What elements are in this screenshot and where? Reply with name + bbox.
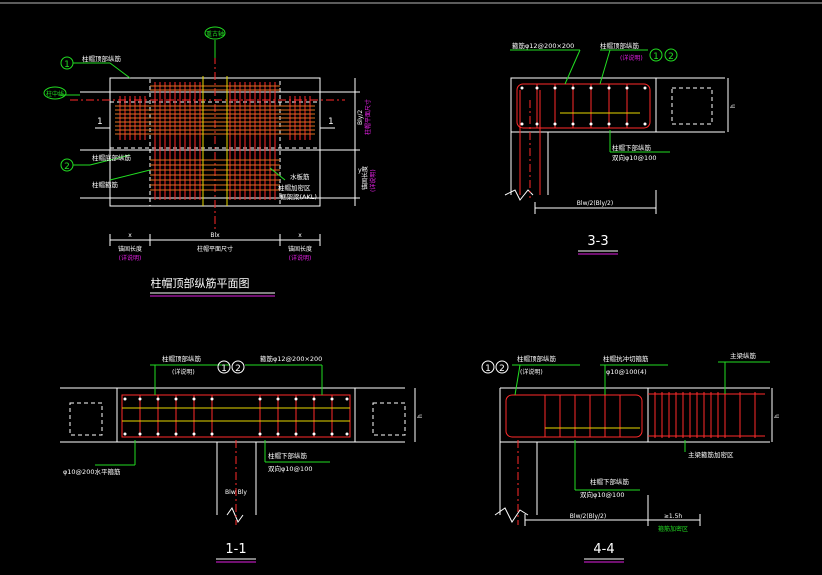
circle-2-icon — [231, 360, 245, 374]
circle-1-icon — [217, 360, 231, 374]
sec11-label-bottom-sub: 双向φ10@100 — [268, 464, 312, 473]
plan-dim-center-sub: 柱帽平面尺寸 — [197, 245, 233, 253]
plan-dim-center: Blx — [210, 232, 220, 239]
sec44-label-top-sub: (详说明) — [520, 368, 543, 376]
plan-view: 1 2 重古轴 柱中线 1 1 柱帽顶部纵筋 柱帽底部纵筋 柱帽箍筋 柱帽加密区… — [43, 26, 377, 297]
sec33-circle-1: 1 — [653, 52, 659, 62]
plan-dim-right: x — [298, 232, 302, 239]
plan-axis-tag-left: 柱中线 — [46, 90, 64, 98]
sec11-label-left: φ10@200水平箍筋 — [63, 467, 121, 476]
sec11-longbars — [122, 407, 350, 422]
sec11-title: 1-1 — [225, 542, 246, 557]
sec33-label-bottom-sub: 双向φ10@100 — [612, 153, 656, 162]
plan-rebar-horizontal — [115, 85, 315, 191]
sec11-rebar — [121, 394, 351, 438]
sec11-break-icon — [226, 506, 244, 524]
circle-1-icon — [649, 48, 663, 62]
sec44-label-main-zone: 主梁箍筋加密区 — [688, 450, 734, 459]
plan-label-bottom-long: 柱帽底部纵筋 — [92, 153, 132, 162]
plan-circle-2: 2 — [64, 162, 70, 172]
sec33-break-icon — [504, 189, 534, 201]
circle-2-icon — [495, 360, 509, 374]
plan-section-right: 1 — [328, 117, 334, 127]
sec44-label-top: 柱帽顶部纵筋 — [517, 354, 557, 363]
plan-label-top-long: 柱帽顶部纵筋 — [82, 54, 122, 63]
sec11-circle-1: 1 — [221, 364, 227, 374]
sec44-title: 4-4 — [593, 542, 614, 557]
sec44-circle-1: 1 — [485, 364, 491, 374]
sec33-beam-dashed — [671, 87, 713, 125]
sec33-dots — [520, 86, 647, 126]
plan-dim-vert-2: 柱帽平面尺寸 — [364, 99, 372, 135]
sec33-circle-2: 2 — [668, 52, 674, 62]
sec44-dim: Blw/2(Bly/2) — [570, 513, 606, 520]
plan-title: 柱帽顶部纵筋平面图 — [151, 276, 250, 290]
sec33-label-bottom: 柱帽下部纵筋 — [612, 143, 652, 152]
sec11-dim-col: Blw Bly — [225, 489, 247, 496]
axis-tag-icon — [204, 26, 226, 40]
sec33-rebar-cage — [516, 83, 651, 129]
plan-dim-right-sub2: (详说明) — [289, 254, 312, 262]
sec44-label-mid-sub: φ10@100(4) — [606, 368, 647, 376]
sec33-label-top: 柱帽顶部纵筋 — [600, 41, 640, 50]
sec44-label-main: 主梁纵筋 — [730, 351, 757, 360]
sec44-beam-stirrups — [654, 392, 756, 438]
sec33-label-top-sub: (详说明) — [620, 54, 643, 62]
plan-dim-vert-5: (详说明) — [369, 169, 377, 192]
sec44-dim-right-sub: 箍筋加密区 — [658, 525, 688, 533]
sec11-leaders — [95, 364, 330, 466]
plan-section-left: 1 — [97, 117, 103, 127]
plan-leaders — [60, 40, 286, 181]
circle-2-icon — [60, 158, 74, 172]
circle-1-icon — [60, 56, 74, 70]
plan-dim-vert-3: y — [358, 167, 362, 174]
sec11-label-top: 柱帽顶部纵筋 — [162, 354, 202, 363]
sec33-dim: Blw/2(Bly/2) — [577, 200, 613, 207]
plan-dim-vert-1: Bly/2 — [357, 110, 364, 125]
sec44-label-bottom-sub: 双向φ10@100 — [580, 490, 624, 499]
plan-label-hoop: 柱帽箍筋 — [92, 180, 119, 189]
sec44-dim-h: h — [774, 414, 781, 418]
sec44-label-mid: 柱帽抗冲切箍筋 — [603, 354, 649, 363]
section-1-1: 1 2 柱帽顶部纵筋 (详说明) 箍筋φ12@200×200 柱帽下部纵筋 双向… — [60, 354, 424, 563]
sec11-label-bottom: 柱帽下部纵筋 — [268, 451, 308, 460]
section-4-4: 1 2 柱帽顶部纵筋 (详说明) 柱帽抗冲切箍筋 φ10@100(4) 主梁纵筋… — [481, 351, 781, 563]
circle-1-icon — [481, 360, 495, 374]
plan-dim-left-sub: 锚固长度 — [118, 245, 142, 253]
plan-dim-left-sub2: (详说明) — [119, 254, 142, 262]
sec33-label-hoop: 箍筋φ12@200×200 — [512, 41, 574, 50]
circle-2-icon — [664, 48, 678, 62]
plan-dim-vert-4: 锚固长度 — [361, 166, 369, 190]
sec11-beam-dashed — [69, 402, 103, 436]
plan-axis-tag: 重古轴 — [206, 30, 224, 38]
sec33-stirrups — [536, 84, 628, 128]
sec11-beam-dashed — [372, 402, 406, 436]
sec33-dim-h: h — [730, 104, 737, 108]
sec44-rebar-cage — [505, 394, 643, 438]
axis-tag-icon — [43, 86, 67, 100]
section-3-3: 1 2 箍筋φ12@200×200 柱帽顶部纵筋 (详说明) 柱帽下部纵筋 双向… — [504, 41, 737, 255]
plan-dim-right-sub: 锚固长度 — [288, 245, 312, 253]
sec44-leaders — [512, 361, 770, 491]
sec44-break-icon — [494, 507, 529, 523]
sec33-cap-outline — [510, 77, 657, 133]
sec44-dim-right-label: ≥1.5h — [664, 513, 683, 520]
plan-label-zone: 柱帽加密区 — [278, 183, 311, 192]
sec44-circle-2: 2 — [499, 364, 505, 374]
sec33-title: 3-3 — [587, 234, 608, 249]
sec11-dim-h: h — [417, 414, 424, 418]
plan-dim-left: x — [128, 232, 132, 239]
sec44-label-bottom: 柱帽下部纵筋 — [590, 477, 630, 486]
sec11-dots — [123, 397, 349, 436]
sec44-stirrups — [544, 395, 621, 437]
sec33-leaders — [510, 49, 670, 153]
sec11-circle-2: 2 — [235, 364, 241, 374]
plan-label-beam: 框架梁(AKL) — [280, 192, 317, 201]
sec11-label-top-sub: (详说明) — [172, 368, 195, 376]
plan-label-ele: 水板筋 — [290, 172, 310, 181]
sec11-label-hoop: 箍筋φ12@200×200 — [260, 354, 322, 363]
plan-circle-1: 1 — [64, 60, 70, 70]
